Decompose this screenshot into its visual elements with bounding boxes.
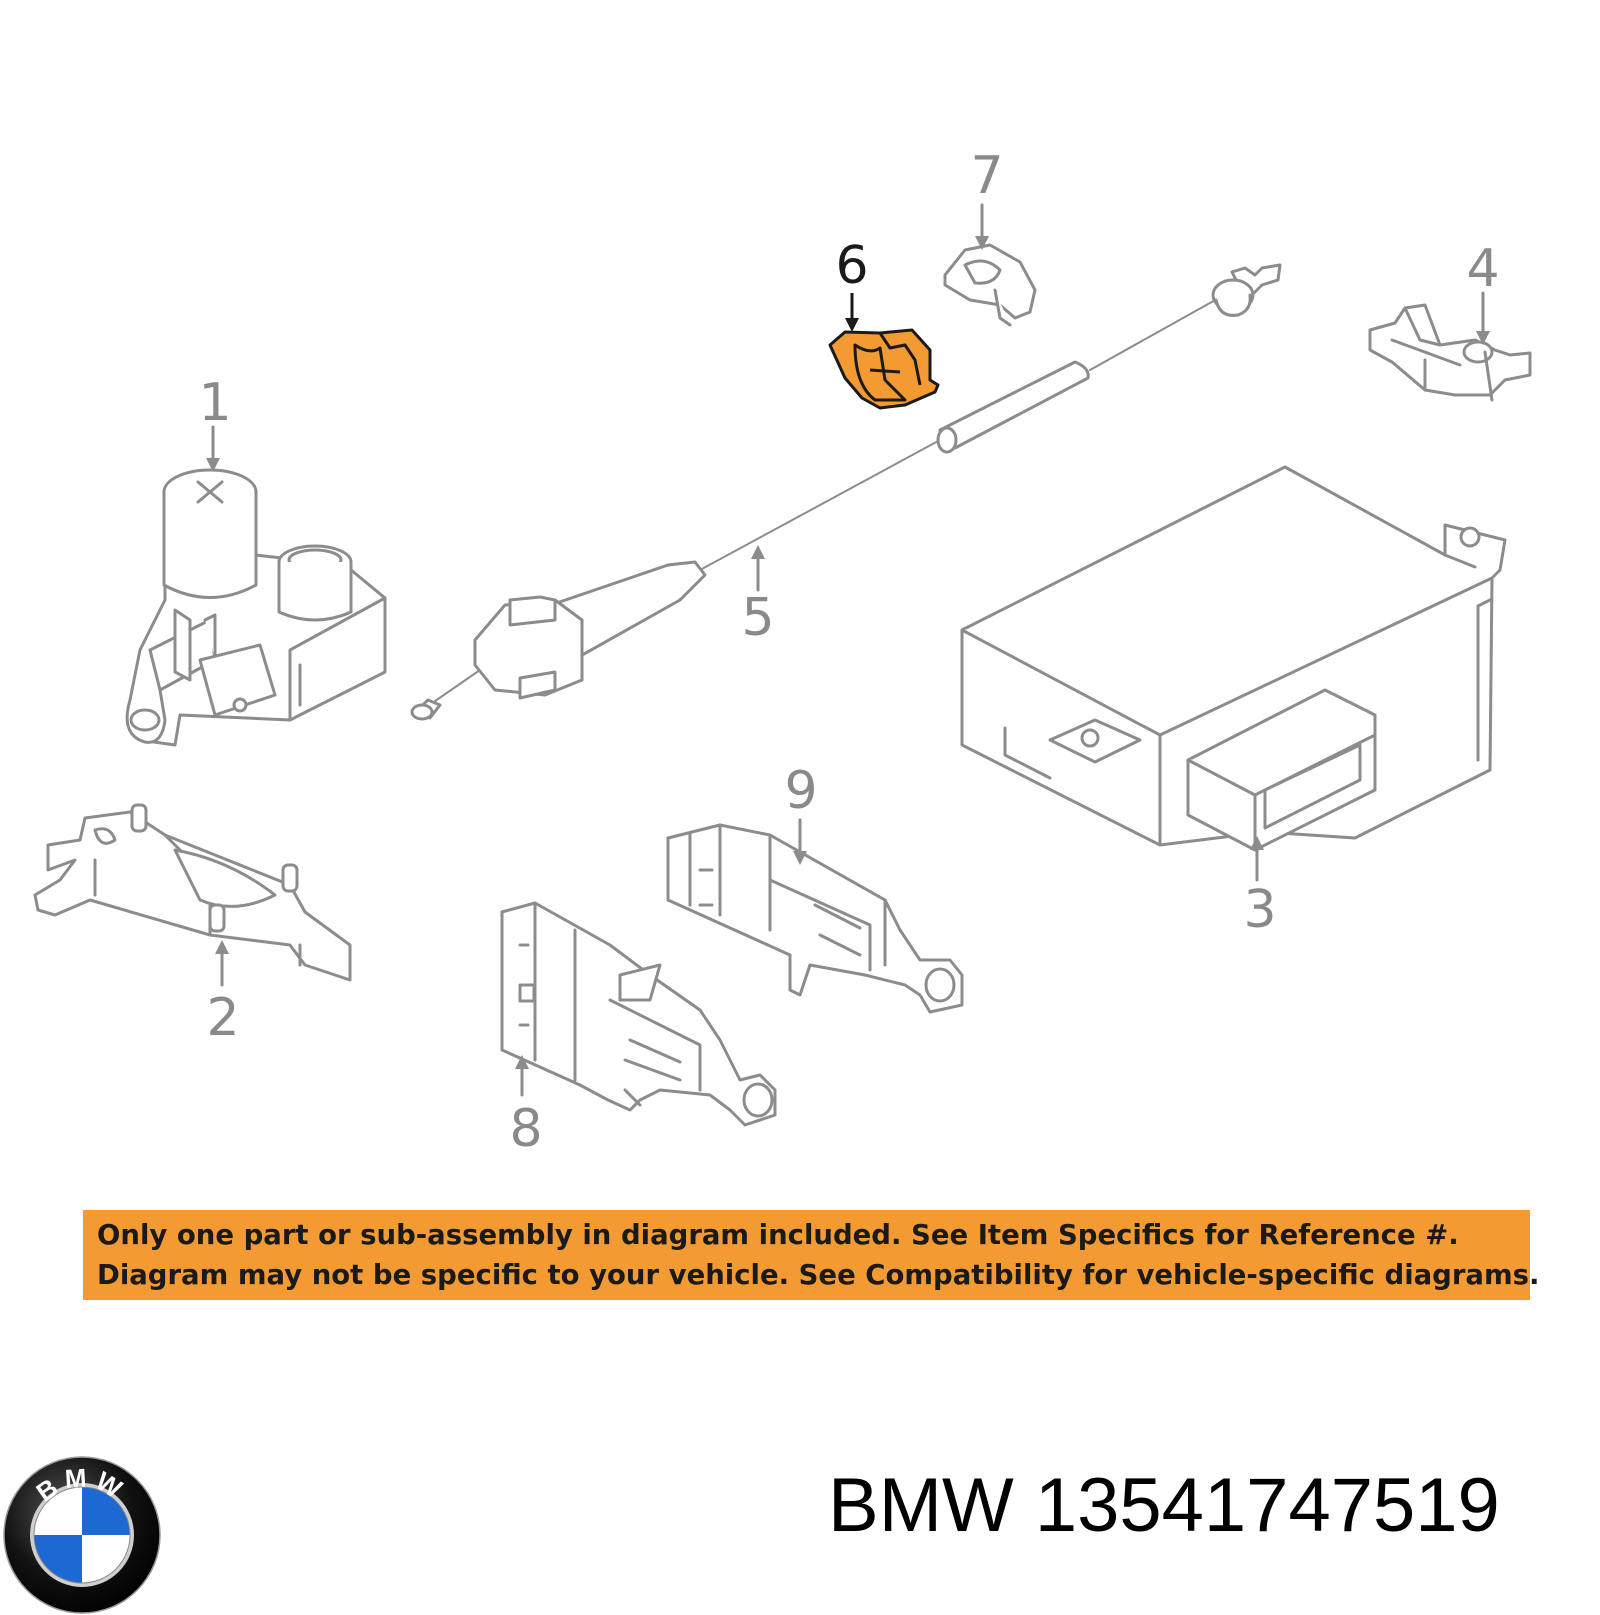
part-number-label: BMW 13541747519: [828, 1463, 1500, 1548]
disclaimer-banner: Only one part or sub-assembly in diagram…: [83, 1210, 1540, 1300]
part-9-sensor-module: [666, 823, 964, 1014]
part-3-control-module: [960, 465, 1507, 852]
callout-7: 7: [970, 146, 1004, 206]
part-8-sensor-module: [500, 901, 777, 1127]
callout-9: 9: [784, 761, 818, 821]
callout-4: 4: [1466, 239, 1500, 299]
disclaimer-line-1: Only one part or sub-assembly in diagram…: [97, 1219, 1459, 1251]
callout-6: 6: [835, 236, 869, 296]
callout-2: 2: [206, 988, 240, 1048]
callout-3: 3: [1243, 880, 1277, 940]
part-5-cable: [410, 263, 1282, 721]
part-4-latch-clip: [1368, 303, 1532, 402]
bmw-logo-icon: BMW: [3, 1456, 161, 1614]
part-6-highlighted-grommet: [828, 293, 940, 410]
part-2-mounting-bracket: [33, 803, 352, 982]
parts-diagram: [33, 203, 1532, 1127]
callout-8: 8: [509, 1099, 543, 1159]
callout-5: 5: [741, 588, 775, 648]
disclaimer-line-2: Diagram may not be specific to your vehi…: [97, 1259, 1540, 1291]
part-1-valve-assembly: [125, 468, 387, 747]
part-7-clip: [943, 243, 1037, 327]
leader-arrows: [211, 203, 1485, 1097]
callout-1: 1: [198, 373, 232, 433]
